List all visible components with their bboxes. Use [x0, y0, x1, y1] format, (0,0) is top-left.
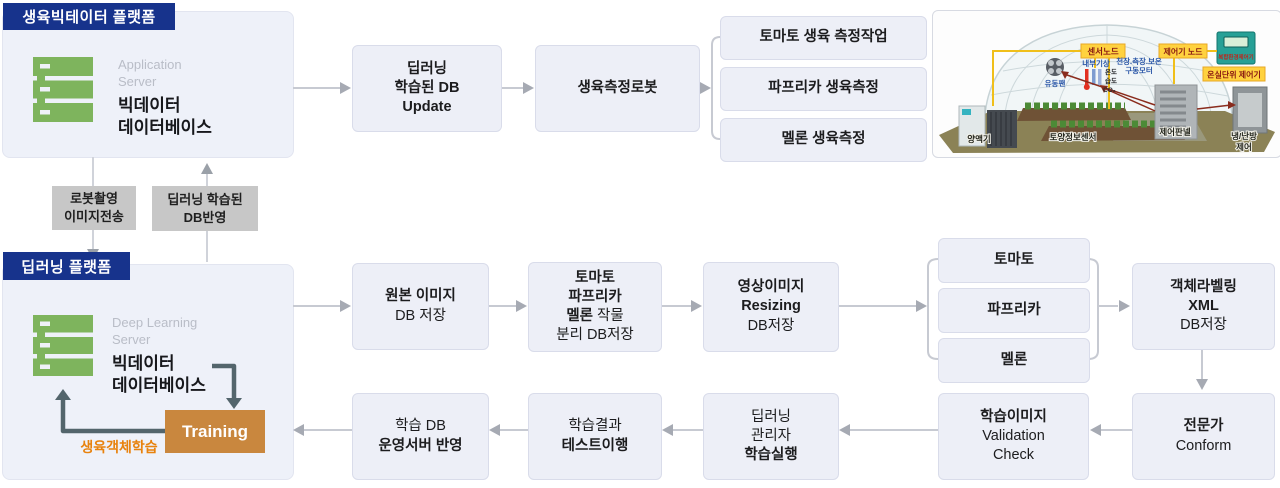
server-title: 빅데이터 데이터베이스: [112, 353, 206, 396]
co2-label: CO₂: [1103, 87, 1116, 94]
crop-split-box: 토마토 파프리카 멜론 작물 분리 DB저장: [528, 262, 662, 352]
fan-label: 유동팬: [1045, 78, 1066, 88]
indoor-weather-label: 내부기상: [1082, 58, 1110, 68]
application-server-block: Application Server 빅데이터 데이터베이스: [33, 57, 212, 140]
application-server-text: Application Server 빅데이터 데이터베이스: [118, 57, 212, 140]
server-stack-icon: [33, 57, 93, 122]
server-caption: Deep Learning Server: [112, 315, 198, 347]
panel-link-arrows: [1066, 74, 1232, 112]
temp-label: 온도: [1105, 67, 1117, 76]
nutrient-label: 양액기: [967, 134, 990, 144]
test-run-box: 학습결과 테스트이행: [528, 393, 662, 480]
hvac-label-line2: 제어: [1236, 142, 1252, 152]
sensor-node-label-box: [1080, 43, 1126, 59]
greenhouse-illustration: 복합환경제어기 센서노드 제어기 노드 온실: [932, 10, 1280, 158]
complex-controller-label: 복합환경제어기: [1218, 53, 1253, 61]
db-apply-transfer-label: 딥러닝 학습된 DB반영: [152, 186, 258, 231]
origin-image-box: 원본 이미지 DB 저장: [352, 263, 489, 350]
deeplearning-platform-header: 딥러닝 플랫폼: [3, 252, 130, 280]
hvac-label-line1: 냉/난방: [1231, 131, 1257, 141]
training-box: Training: [165, 410, 265, 453]
deeplearning-server-text: Deep Learning Server 빅데이터 데이터베이스: [112, 315, 206, 398]
bigdata-platform-header: 생육빅테이터 플랫폼: [3, 3, 175, 30]
learning-exec-box: 딥러닝 관리자 학습실행: [703, 393, 839, 480]
db-update-box: 딥러닝 학습된 DB Update: [352, 45, 502, 132]
sensor-wiring: [992, 50, 1217, 109]
soil-sensor-label: 토양정보센서: [1050, 132, 1097, 142]
unit-controller-label: 온실단위 제어기: [1207, 70, 1261, 80]
controller-node-label: 제어기 노드: [1163, 47, 1203, 57]
expert-conform-box: 전문가 Conform: [1132, 393, 1275, 480]
controller-node-label-box: [1158, 43, 1208, 59]
robot-capture-transfer-label: 로봇촬영 이미지전송: [52, 186, 136, 230]
deeplearning-server-block: Deep Learning Server 빅데이터 데이터베이스: [33, 315, 206, 398]
task-melon-box: 멜론 생육측정: [720, 118, 927, 162]
sensor-node-label: 센서노드: [1087, 47, 1118, 57]
control-panel-label: 제어판넬: [1159, 127, 1190, 137]
unit-controller-label-box: [1202, 66, 1266, 82]
server-stack-icon: [33, 315, 93, 376]
humidity-label: 습도: [1105, 76, 1117, 85]
motor-label-line1: 천장.측장.보온: [1116, 56, 1162, 66]
server-caption: Application Server: [118, 57, 182, 89]
task-paprika-box: 파프리카 생육측정: [720, 67, 927, 111]
greenhouse-scene: 복합환경제어기 센서노드 제어기 노드 온실: [939, 24, 1275, 153]
validation-check-box: 학습이미지 Validation Check: [938, 393, 1089, 480]
crop-melon-box: 멜론: [938, 338, 1090, 383]
growth-robot-box: 생육측정로봇: [535, 45, 700, 132]
motor-label-line2: 구동모터: [1125, 65, 1153, 75]
crop-paprika-box: 파프리카: [938, 288, 1090, 333]
thermometer-icon: [1085, 69, 1089, 85]
server-title: 빅데이터 데이터베이스: [118, 95, 212, 138]
task-tomato-box: 토마토 생육 측정작업: [720, 16, 927, 60]
resizing-box: 영상이미지 Resizing DB저장: [703, 262, 839, 352]
fan-icon: [1046, 58, 1064, 76]
growth-object-learning-label: 생육객체학습: [80, 439, 158, 455]
crop-tomato-box: 토마토: [938, 238, 1090, 283]
deploy-box: 학습 DB 운영서버 반영: [352, 393, 489, 480]
object-labeling-box: 객체라벨링 XML DB저장: [1132, 263, 1275, 350]
